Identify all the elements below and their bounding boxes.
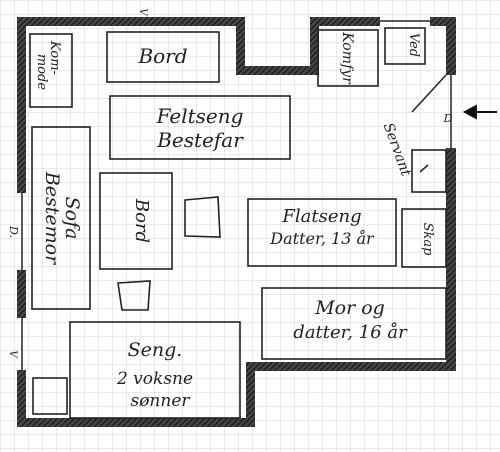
wall-left-bottom (17, 370, 26, 427)
wall-top-left (17, 17, 245, 26)
sofa-box (31, 126, 91, 310)
door-lines (21, 20, 452, 370)
flatseng-box (247, 198, 397, 267)
wall-bottom-left (17, 418, 255, 427)
kommode-box (29, 33, 73, 108)
door-left-label: D. (7, 225, 20, 238)
door-right-label: D (443, 112, 453, 125)
flatseng-label-1: Flatseng (281, 206, 361, 227)
bord-mid-label: Bord (131, 198, 152, 243)
feltseng-label-1: Feltseng (156, 104, 244, 128)
v-left-label: V (7, 350, 18, 359)
wall-right-lower (446, 148, 456, 370)
sofa-label-1: Sofa (61, 197, 83, 240)
mor-datter-label-2: datter, 16 år (293, 321, 408, 343)
kommode-label-2: mode (34, 54, 49, 90)
ved-box (384, 27, 426, 65)
mor-datter-box (261, 287, 447, 360)
bord-mid-box (99, 172, 173, 270)
seng-label-2: 2 voksne (116, 369, 193, 389)
wall-chimney-right (310, 17, 319, 75)
seng-box (69, 321, 241, 419)
seng-label-1: Seng. (128, 339, 183, 361)
servant-box (411, 149, 447, 193)
walls (17, 17, 456, 427)
small-box (32, 377, 68, 415)
chair-bottom (117, 280, 151, 311)
mor-datter-label-1: Mor og (314, 297, 385, 319)
wall-top-right (430, 17, 456, 26)
door-swing-line (411, 74, 447, 113)
bord-top-label: Bord (137, 44, 187, 68)
feltseng-box (109, 95, 291, 160)
chair-top (184, 196, 221, 238)
komfyr-box (317, 29, 379, 87)
ved-label: Ved (406, 33, 421, 57)
wall-bottom-step (246, 362, 255, 426)
bord-top-box (106, 31, 220, 83)
flatseng-label-2: Datter, 13 år (269, 229, 375, 248)
wall-chimney-bottom (236, 66, 316, 75)
wall-top-mid (310, 17, 380, 26)
arrow-icon (462, 104, 497, 120)
skap-box (401, 208, 447, 268)
sofa-label-2: Bestemor (41, 171, 63, 266)
kommode-label-1: Kom- (47, 40, 62, 75)
komfyr-label: Komfyr (339, 31, 355, 85)
wall-left-lower (17, 270, 26, 318)
wall-left-upper (17, 17, 26, 193)
servant-mark (419, 164, 429, 173)
skap-label: Skap (420, 223, 435, 257)
wall-bottom-right (246, 362, 456, 371)
seng-label-3: sønner (130, 391, 190, 411)
feltseng-label-2: Bestefar (156, 128, 244, 152)
wall-right-upper (446, 17, 456, 75)
v-top-label: V (137, 8, 148, 17)
wall-chimney-left (236, 17, 245, 72)
